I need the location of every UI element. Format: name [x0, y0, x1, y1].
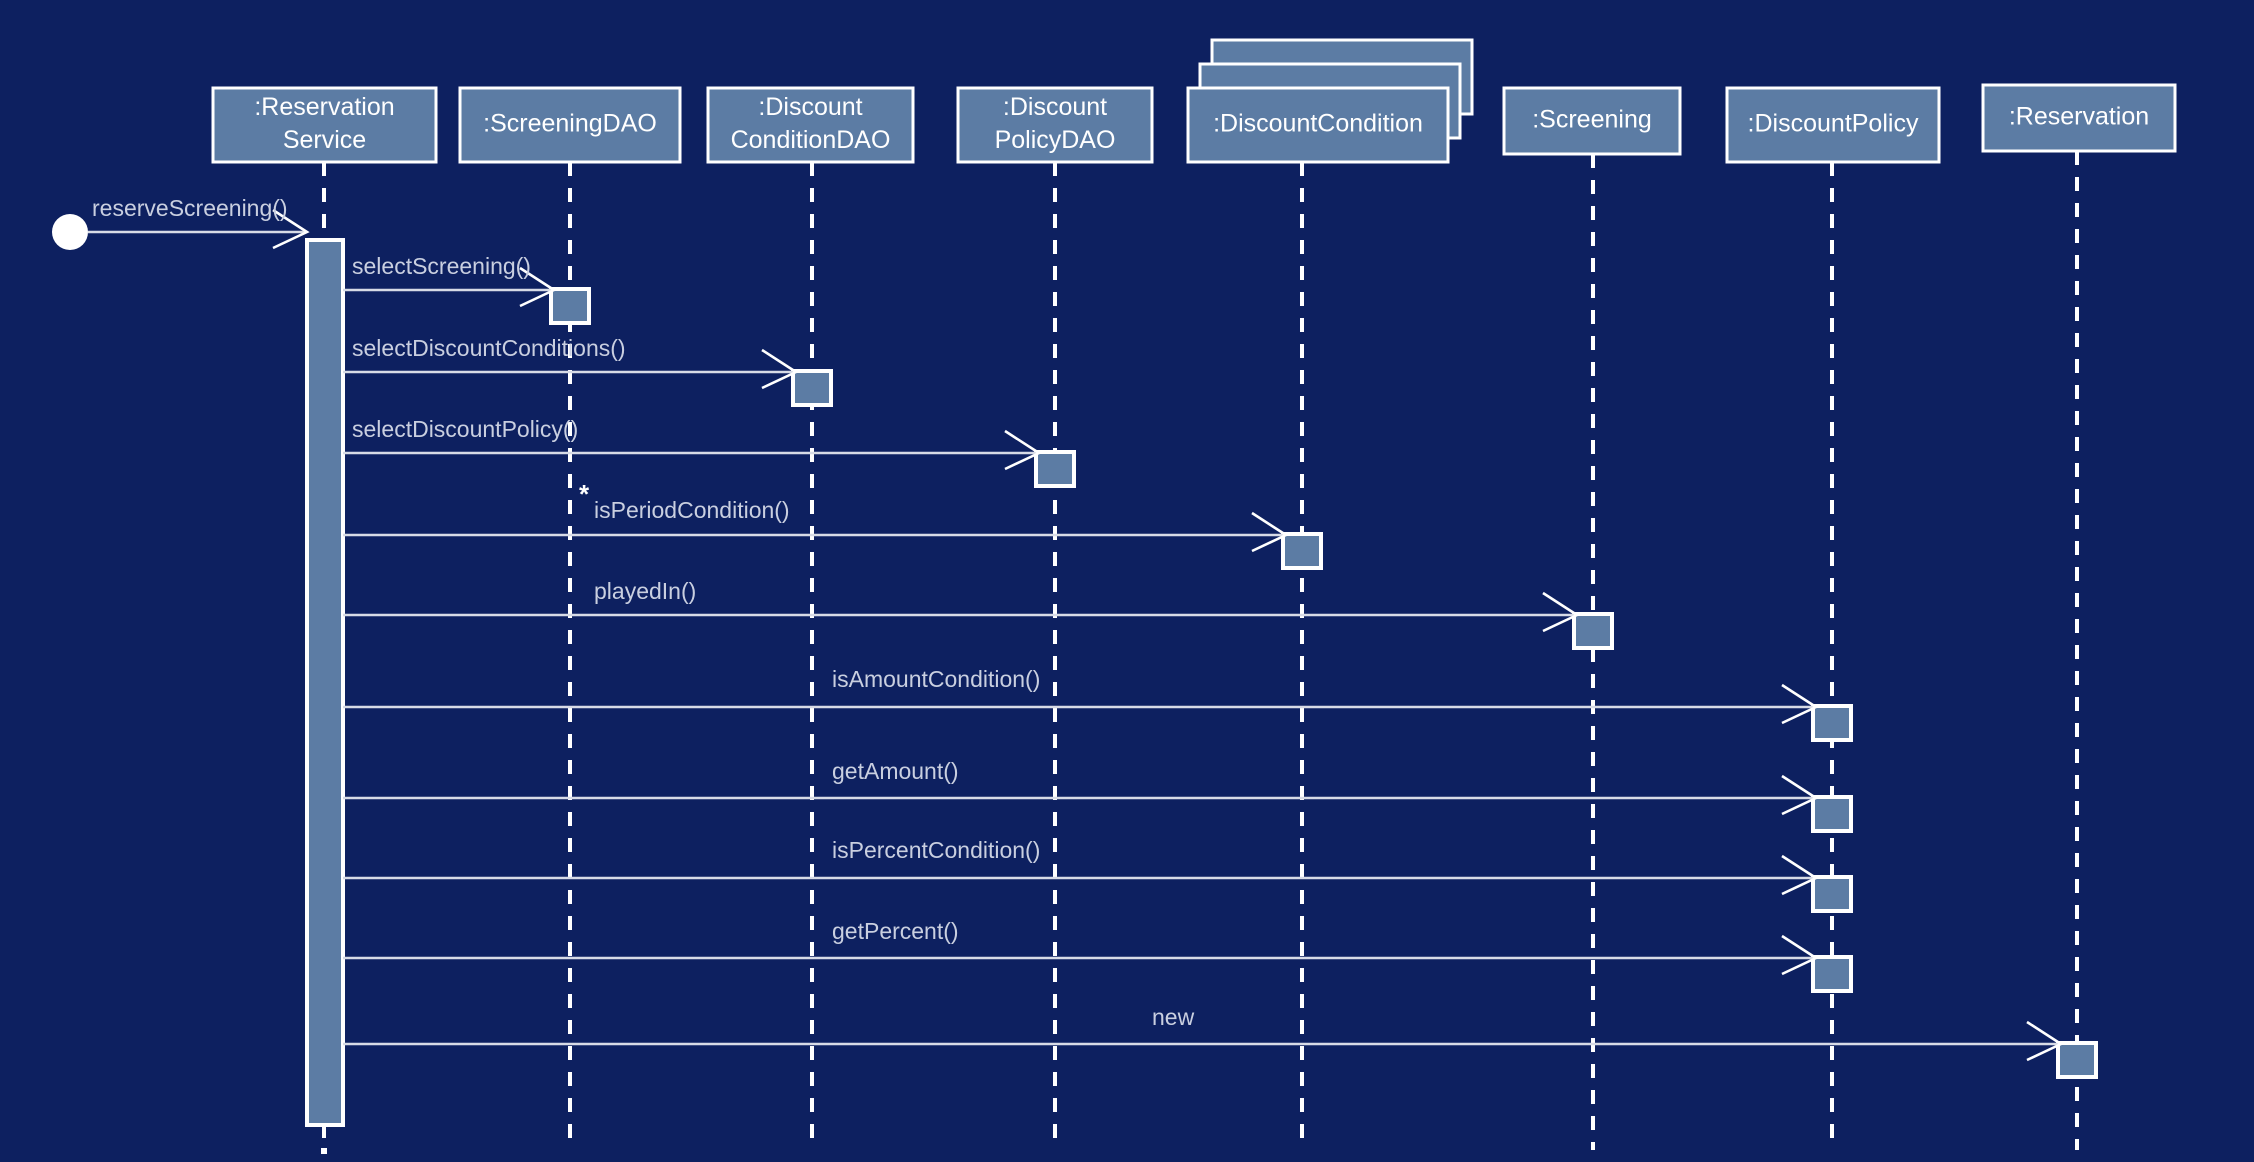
iteration-marker: *: [579, 479, 590, 509]
message-arrowhead: [1781, 934, 1819, 976]
message-label: new: [1152, 1004, 1195, 1030]
lifelines-layer: [322, 151, 2079, 1150]
object-label-line-1: ConditionDAO: [731, 126, 891, 154]
object-label-line-0: :Discount: [758, 93, 862, 121]
lifeline-tail-dot: [321, 1148, 327, 1154]
object-label-line-0: :Discount: [1003, 93, 1107, 121]
message-label: selectScreening(): [352, 253, 531, 279]
message-label: getAmount(): [832, 758, 959, 784]
activation-box-m3: [1034, 450, 1076, 488]
message-label: isAmountCondition(): [832, 666, 1040, 692]
object-label-line-0: :DiscountCondition: [1213, 110, 1423, 138]
object-box: [1186, 86, 1450, 164]
message-arrowhead: [761, 348, 799, 390]
message-arrowhead: [1781, 854, 1819, 896]
activation-box-m10: [2056, 1041, 2098, 1079]
object-label-line-0: :DiscountPolicy: [1748, 110, 1919, 138]
object-box: [706, 86, 915, 164]
activation-box-m6: [1811, 704, 1853, 742]
lifeline-header-screeningDAO[interactable]: :ScreeningDAO: [458, 86, 682, 164]
message-m5[interactable]: playedIn(): [343, 578, 1580, 633]
object-box: [458, 86, 682, 164]
message-label: playedIn(): [594, 578, 696, 604]
activation-bar-reservationService: [305, 238, 345, 1127]
object-box: [1502, 86, 1682, 156]
message-arrowhead: [272, 208, 310, 250]
message-arrowhead: [1781, 683, 1819, 725]
activation-box-m8: [1811, 875, 1853, 913]
activation-box-m7: [1811, 795, 1853, 833]
message-m6[interactable]: isAmountCondition(): [343, 666, 1819, 725]
message-arrowhead: [1004, 429, 1042, 471]
lifeline-header-discountCondition[interactable]: :DiscountCondition: [1186, 38, 1474, 164]
message-m9[interactable]: getPercent(): [343, 918, 1819, 976]
message-m0[interactable]: reserveScreening(): [88, 195, 310, 250]
message-m1[interactable]: selectScreening(): [343, 253, 557, 308]
object-box: [1725, 86, 1941, 164]
object-label-line-0: :Screening: [1532, 106, 1652, 134]
object-box: [956, 86, 1154, 164]
message-label: getPercent(): [832, 918, 959, 944]
object-label-line-1: PolicyDAO: [995, 126, 1116, 154]
message-m7[interactable]: getAmount(): [343, 758, 1819, 816]
activation-box-m5: [1572, 612, 1614, 650]
message-label: isPeriodCondition(): [594, 497, 790, 523]
lifeline-header-reservation[interactable]: :Reservation: [1981, 83, 2177, 153]
object-label-line-0: :Reservation: [2009, 103, 2149, 131]
lifeline-header-discountPolicy[interactable]: :DiscountPolicy: [1725, 86, 1941, 164]
message-arrowhead: [1251, 511, 1289, 553]
lifeline-header-screening[interactable]: :Screening: [1502, 86, 1682, 156]
actor-circle-icon[interactable]: [52, 214, 88, 250]
message-label: reserveScreening(): [92, 195, 288, 221]
message-arrowhead: [519, 266, 557, 308]
activation-box-m2: [791, 369, 833, 407]
message-arrowhead: [1781, 774, 1819, 816]
activation-box-m9: [1811, 955, 1853, 993]
message-label: isPercentCondition(): [832, 837, 1040, 863]
object-box: [211, 86, 438, 164]
message-m4[interactable]: *isPeriodCondition(): [343, 479, 1289, 553]
object-label-line-1: Service: [283, 126, 366, 154]
message-label: selectDiscountConditions(): [352, 335, 626, 361]
activations-layer: [305, 238, 2098, 1127]
actor-layer: [52, 214, 327, 1154]
message-m3[interactable]: selectDiscountPolicy(): [343, 416, 1042, 471]
message-m2[interactable]: selectDiscountConditions(): [343, 335, 799, 390]
activation-box-m4: [1281, 532, 1323, 570]
object-label-line-0: :Reservation: [254, 93, 394, 121]
message-arrowhead: [1542, 591, 1580, 633]
message-m8[interactable]: isPercentCondition(): [343, 837, 1819, 896]
messages-layer: reserveScreening() selectScreening() selec…: [88, 195, 2064, 1062]
object-label-line-0: :ScreeningDAO: [483, 110, 657, 138]
message-m10[interactable]: new: [343, 1004, 2064, 1062]
message-arrowhead: [2026, 1020, 2064, 1062]
activation-box-m1: [549, 287, 591, 325]
message-label: selectDiscountPolicy(): [352, 416, 578, 442]
object-box: [1981, 83, 2177, 153]
